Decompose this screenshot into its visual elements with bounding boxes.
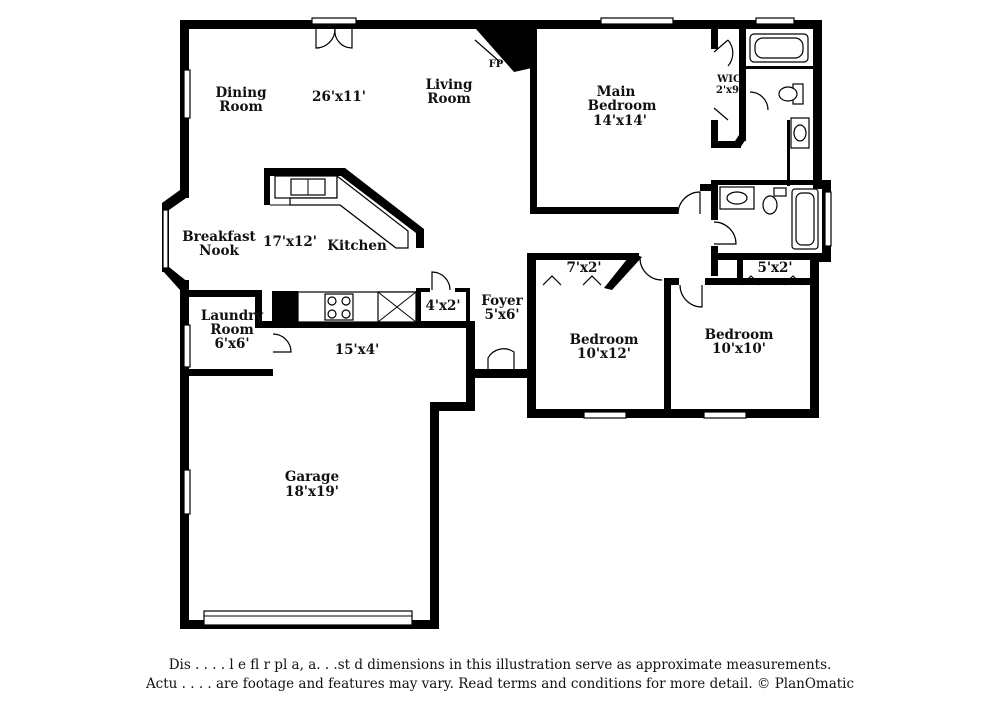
- kitchen-island: [264, 168, 424, 249]
- closet-bed3-size: 5'x2': [757, 260, 792, 276]
- fireplace-label: FP: [489, 59, 504, 70]
- disclaimer-line-2: Actu . . . . are footage and features ma…: [145, 676, 855, 692]
- foyer-size: 5'x6': [484, 307, 519, 323]
- kitchen-counter: [297, 291, 417, 323]
- garage-size: 18'x19': [285, 484, 339, 500]
- closet-bed2-size: 7'x2': [566, 260, 601, 276]
- laundry-room-label-2: Room: [210, 322, 254, 338]
- foyer-label: Foyer: [481, 293, 523, 309]
- breakfast-nook-label-2: Nook: [199, 243, 239, 259]
- bedroom2-label: Bedroom: [570, 332, 639, 348]
- windows: [162, 17, 832, 626]
- main-bedroom-label-2: Bedroom: [588, 98, 657, 114]
- kitchen-size: 17'x12': [263, 234, 317, 250]
- garage-label: Garage: [285, 469, 339, 485]
- main-bedroom-label-1: Main: [597, 84, 636, 100]
- wic-label: WIC: [716, 74, 741, 85]
- kitchen-label: Kitchen: [327, 238, 387, 254]
- living-room-label-1: Living: [426, 77, 473, 93]
- bedroom2-size: 10'x12': [577, 346, 631, 362]
- bedroom3-label: Bedroom: [705, 327, 774, 343]
- doors: [272, 28, 803, 371]
- dining-room-label-2: Room: [219, 99, 263, 115]
- laundry-room-label-1: Laundry: [201, 308, 264, 324]
- living-room-label-2: Room: [427, 91, 471, 107]
- living-dining-size: 26'x11': [312, 89, 366, 105]
- garage-strip-size: 15'x4': [335, 342, 380, 358]
- disclaimer: Dis . . . . l e fl r pl a, a. . .st d di…: [0, 656, 1000, 694]
- disclaimer-line-1: Dis . . . . l e fl r pl a, a. . .st d di…: [168, 657, 832, 673]
- laundry-room-size: 6'x6': [214, 336, 249, 352]
- main-bedroom-size: 14'x14': [593, 113, 647, 129]
- wic-size: 2'x9': [716, 85, 742, 96]
- closet-hall-size: 4'x2': [425, 298, 460, 314]
- breakfast-nook-label-1: Breakfast: [182, 229, 256, 245]
- dining-room-label-1: Dining: [215, 85, 267, 101]
- interior-walls: [189, 29, 813, 418]
- room-labels: Dining Room 26'x11' Living Room FP Main …: [182, 59, 792, 500]
- bath-fixtures: [719, 33, 819, 250]
- bedroom3-size: 10'x10': [712, 341, 766, 357]
